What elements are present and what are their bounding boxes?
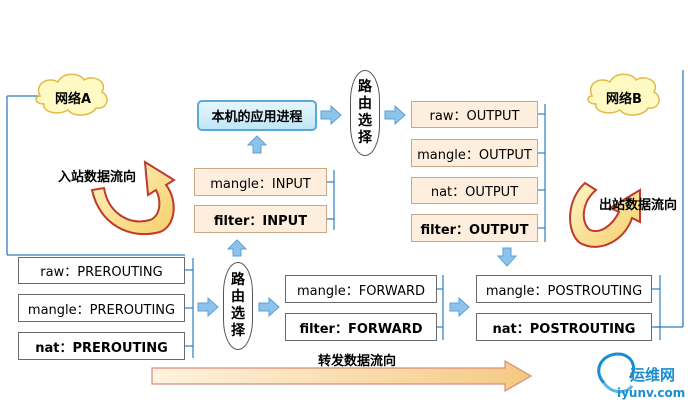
watermark-url: iyunv.com [617,386,686,400]
mangle-prerouting-box: mangle：PREROUTING [18,294,185,322]
mangle-input-box: mangle：INPUT [194,168,327,196]
outbound-flow-label: 出站数据流向 [599,198,678,213]
nat-output-box: nat：OUTPUT [411,177,538,204]
inbound-flow-label: 入站数据流向 [58,170,137,185]
route-decision-char: 路 [358,79,372,95]
forward-flow-arrow [151,359,533,393]
blue-arrows [197,104,518,318]
route-decision-char: 选 [358,113,372,129]
raw-prerouting-box: raw：PREROUTING [18,257,185,284]
watermark-logo-icon [597,352,635,394]
chain-brackets [185,104,661,358]
route-decision-char: 择 [231,323,245,339]
local-app-process: 本机的应用进程 [197,100,317,131]
nat-postrouting-box: nat：POSTROUTING [476,313,652,341]
route-decision-char: 由 [358,96,372,112]
watermark-title: 运维网 [630,366,676,384]
inbound-curved-arrow [90,160,176,236]
network-a-path [6,95,185,256]
filter-input-box: filter：INPUT [194,205,327,233]
route-decision-char: 路 [231,272,245,288]
raw-output-box: raw：OUTPUT [411,101,538,128]
route-decision-bottom: 路 由 选 择 [223,262,253,350]
filter-forward-box: filter：FORWARD [285,313,437,341]
forward-flow-label: 转发数据流向 [318,354,397,369]
mangle-forward-box: mangle：FORWARD [285,275,437,303]
network-a-label: 网络A [55,92,92,107]
mangle-postrouting-box: mangle：POSTROUTING [476,275,652,303]
network-b-label: 网络B [606,92,642,107]
route-decision-char: 择 [358,130,372,146]
nat-prerouting-box: nat：PREROUTING [18,332,185,360]
outbound-curved-arrow [569,181,641,248]
route-decision-top: 路 由 选 择 [350,70,380,156]
network-b-cloud [587,73,660,116]
mangle-output-box: mangle：OUTPUT [411,139,538,167]
filter-output-box: filter：OUTPUT [411,214,538,242]
route-decision-char: 由 [231,289,245,305]
route-decision-char: 选 [231,306,245,322]
network-a-cloud [35,73,108,116]
